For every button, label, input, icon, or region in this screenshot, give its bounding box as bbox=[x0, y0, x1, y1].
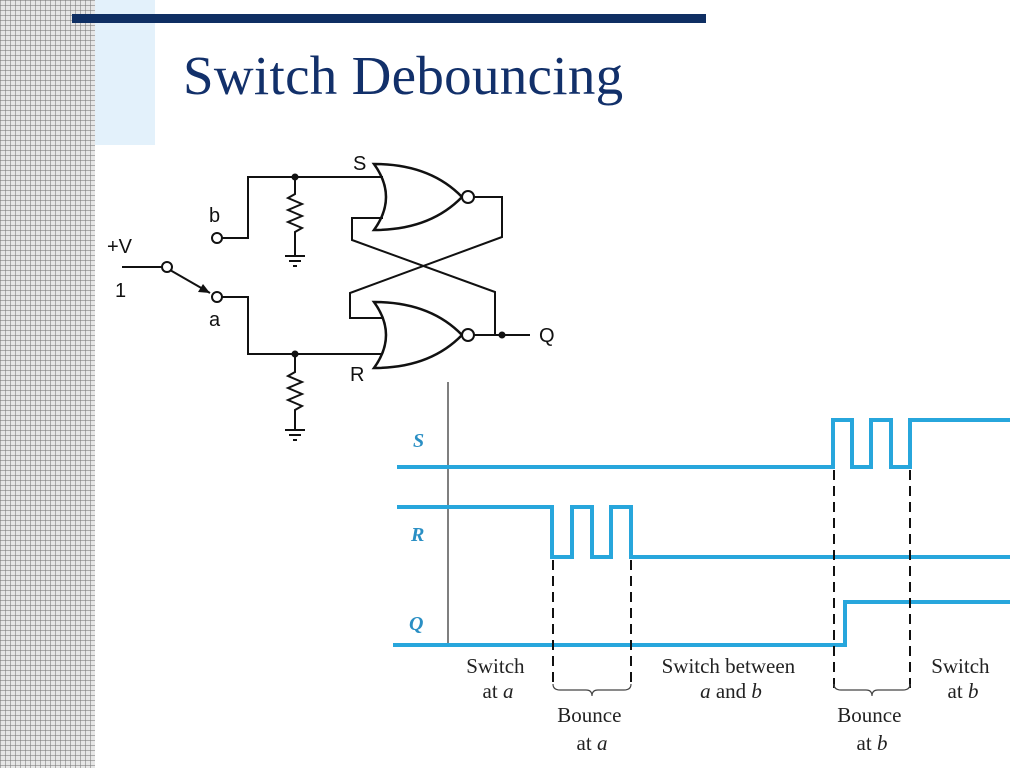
switch-arm-arrowhead bbox=[198, 284, 210, 293]
nor-gate-top-bubble bbox=[461, 190, 475, 204]
signal-label-r: R bbox=[410, 524, 424, 546]
timing-annotations: Switch at a Bounce at a Switch between a… bbox=[466, 654, 995, 755]
ground-bottom bbox=[285, 429, 305, 441]
nor-gate-top bbox=[371, 162, 464, 232]
label-a: a bbox=[209, 309, 221, 331]
nor-gate-bottom-bubble bbox=[461, 328, 475, 342]
waveforms bbox=[393, 418, 1010, 647]
signal-label-s: S bbox=[413, 430, 424, 452]
annotation-switch-at-a: Switch at a bbox=[466, 654, 530, 703]
title-underline-bar bbox=[72, 14, 706, 23]
feedback-wire-top-to-bottom bbox=[349, 196, 503, 319]
annotation-bounce-at-a: Bounce at a bbox=[557, 703, 626, 755]
sr-latch-circuit bbox=[122, 162, 530, 441]
annotation-bounce-at-b: Bounce at b bbox=[837, 703, 906, 755]
annotation-switch-between: Switch between a and b bbox=[662, 654, 801, 703]
terminal-a bbox=[211, 291, 223, 303]
switch-pivot-terminal bbox=[161, 261, 173, 273]
bounce-markers bbox=[552, 470, 911, 688]
slide-title: Switch Debouncing bbox=[183, 45, 624, 106]
terminal-b bbox=[211, 232, 223, 244]
label-b: b bbox=[209, 205, 220, 227]
brace-bounce-a bbox=[552, 683, 632, 697]
waveform-q bbox=[393, 600, 1010, 647]
output-junction-dot bbox=[498, 331, 506, 339]
nor-gate-bottom bbox=[371, 300, 464, 370]
resistor-top bbox=[285, 177, 305, 256]
signal-label-q: Q bbox=[409, 613, 423, 635]
label-s: S bbox=[353, 153, 366, 175]
wire-b-to-s bbox=[222, 176, 383, 239]
resistor-bottom bbox=[285, 354, 305, 430]
waveform-s bbox=[397, 418, 1010, 469]
decorative-grid-strip bbox=[0, 0, 95, 768]
annotation-switch-at-b: Switch at b bbox=[931, 654, 995, 703]
waveform-r bbox=[397, 505, 1010, 559]
label-r: R bbox=[350, 364, 364, 386]
ground-top bbox=[285, 255, 305, 267]
brace-bounce-b bbox=[833, 683, 911, 697]
bounce-braces bbox=[552, 683, 911, 697]
label-q: Q bbox=[539, 325, 555, 347]
wire-a-to-r bbox=[222, 296, 383, 355]
label-vplus: +V bbox=[107, 236, 133, 258]
label-one: 1 bbox=[115, 280, 126, 302]
decorative-blue-block bbox=[95, 0, 155, 145]
